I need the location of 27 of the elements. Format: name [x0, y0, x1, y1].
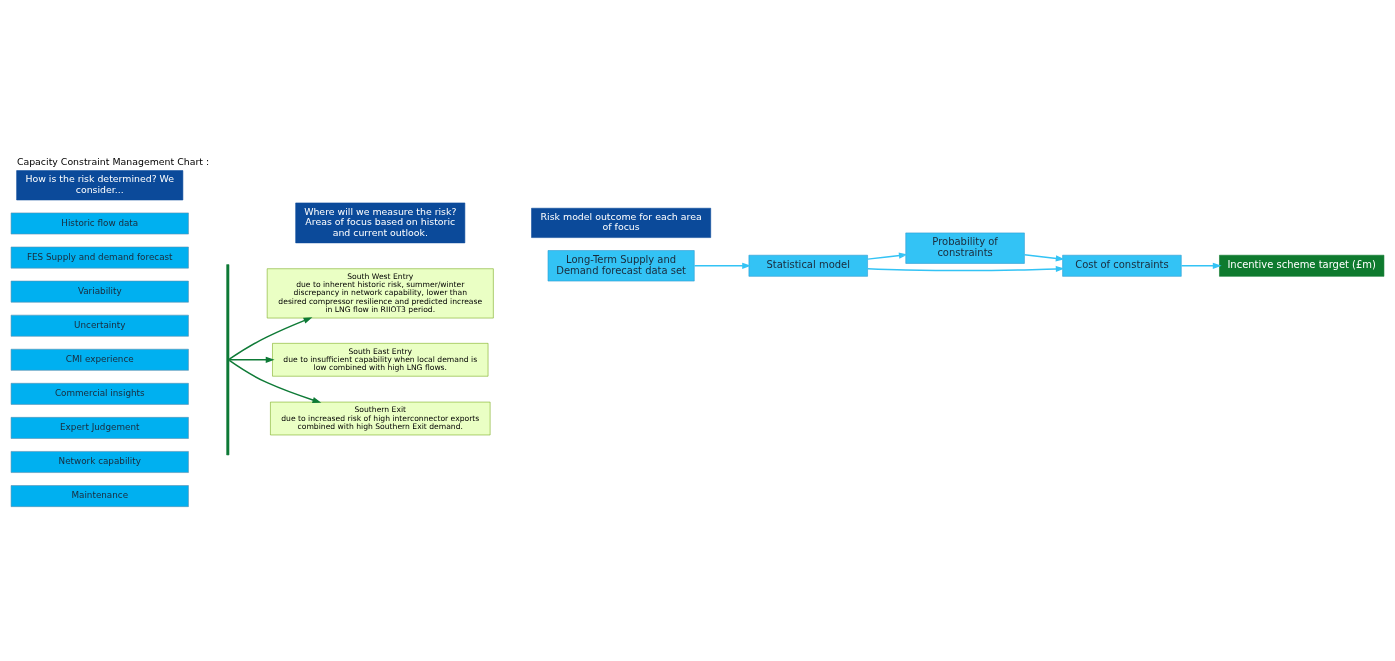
node-box: Historic flow data [10, 212, 189, 234]
node-box: Uncertainty [10, 314, 189, 337]
node-box: Network capability [10, 450, 189, 473]
node-box: Cost of constraints [1062, 254, 1182, 277]
node-box: Expert Judgement [10, 416, 189, 439]
node-box: Where will we measure the risk? Areas of focus based on historic and current outlook. [295, 202, 466, 243]
arrow [228, 316, 313, 360]
node-box: Variability [10, 280, 189, 302]
node-box: Incentive scheme target (£m) [1219, 254, 1385, 277]
arrow [693, 262, 752, 269]
node-box: Risk model outcome for each area of focus [531, 207, 711, 238]
node-box: How is the risk determined? We consider... [16, 169, 184, 200]
diagram-title: Capacity Constraint Management Chart : [16, 155, 210, 167]
arrow [867, 265, 1065, 272]
node-bar [226, 263, 230, 455]
arrow [1180, 262, 1222, 269]
arrow [228, 356, 275, 363]
arrow [866, 252, 908, 260]
node-box: Long-Term Supply and Demand forecast data set [547, 249, 695, 281]
node-box: Statistical model [748, 254, 868, 277]
node-box: CMI experience [10, 348, 189, 371]
arrow [228, 359, 322, 403]
node-box: Maintenance [10, 484, 189, 507]
node-box: Commercial insights [10, 382, 189, 405]
node-box: FES Supply and demand forecast [10, 246, 189, 268]
node-box: Probability of constraints [905, 232, 1025, 264]
arrow [1023, 253, 1065, 261]
